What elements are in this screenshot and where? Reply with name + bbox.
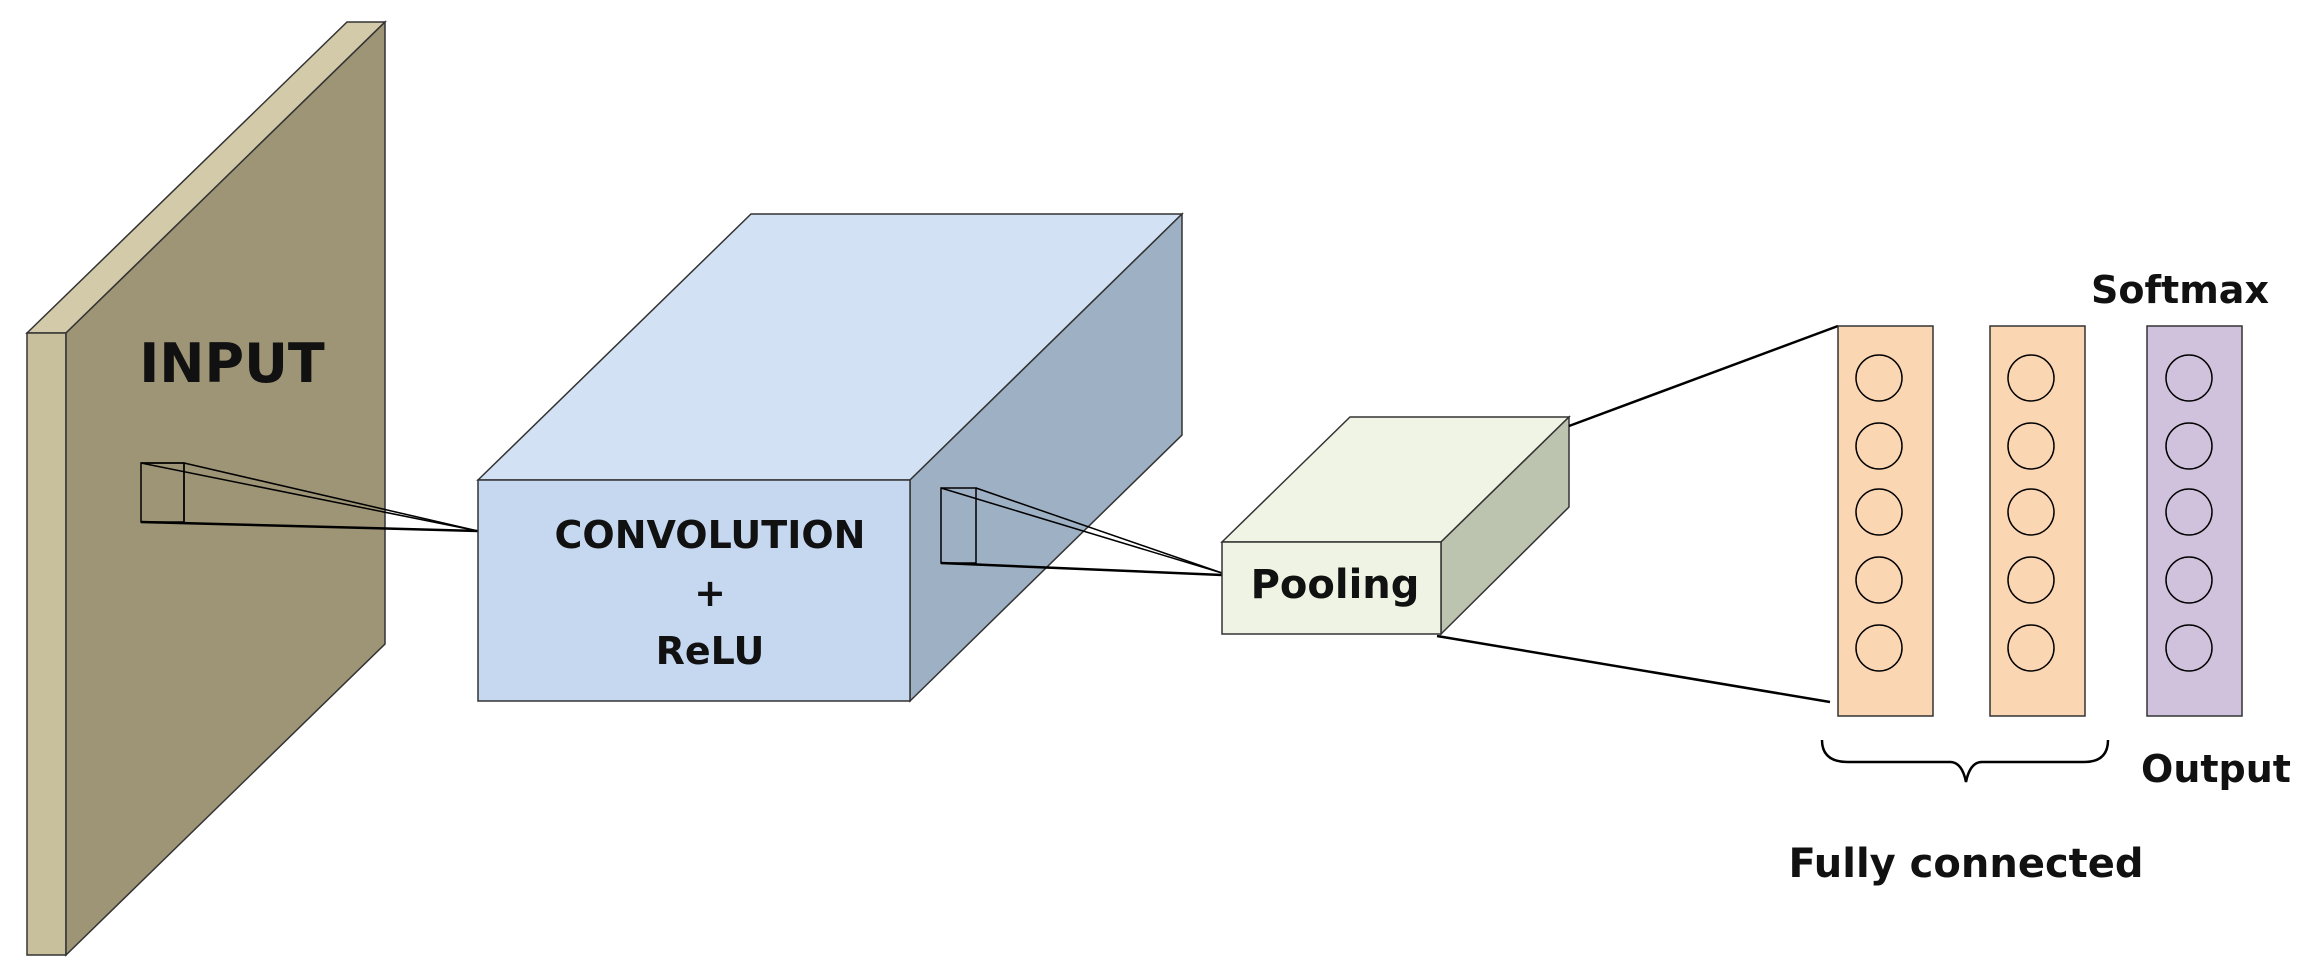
neuron: [2007, 488, 2055, 536]
convolution-front-face: [477, 479, 911, 702]
neuron: [1855, 488, 1903, 536]
convolution-to-pooling-projection: [940, 487, 1223, 577]
convolution-receptive-field: [940, 487, 977, 564]
convolution-relu-block: CONVOLUTION + ReLU: [476, 212, 1184, 703]
output-neuron: [2165, 354, 2213, 402]
neuron: [1855, 422, 1903, 470]
fully-connected-column-2: [1989, 325, 2086, 717]
convolution-label: CONVOLUTION: [555, 513, 866, 557]
output-neuron: [2165, 422, 2213, 470]
fully-connected-brace: Fully connected: [1788, 739, 2144, 887]
pooling-block: Pooling: [1220, 415, 1571, 636]
neuron: [1855, 556, 1903, 604]
output-neuron: [2165, 488, 2213, 536]
neuron: [2007, 354, 2055, 402]
output-neuron: [2165, 624, 2213, 672]
neuron: [2007, 422, 2055, 470]
fully-connected-column-2-box: [1989, 325, 2086, 717]
pooling-label: Pooling: [1251, 562, 1420, 608]
input-layer-side-face: [26, 332, 67, 956]
input-to-convolution-projection: [140, 462, 479, 533]
fully-connected-label: Fully connected: [1788, 841, 2143, 887]
neuron: [1855, 624, 1903, 672]
convolution-plus-label: +: [694, 571, 726, 615]
pooling-front-face: [1221, 541, 1442, 635]
input-layer: INPUT: [25, 20, 387, 957]
relu-label: ReLU: [656, 629, 765, 673]
softmax-output-column: Softmax Output: [2091, 268, 2291, 791]
fully-connected-column-1: [1837, 325, 1934, 717]
output-label: Output: [2141, 747, 2291, 791]
input-label: INPUT: [139, 332, 325, 395]
softmax-column-box: [2146, 325, 2243, 717]
softmax-label: Softmax: [2091, 268, 2269, 312]
neuron: [1855, 354, 1903, 402]
fully-connected-column-1-box: [1837, 325, 1934, 717]
input-layer-front-face: [65, 20, 386, 957]
output-neuron: [2165, 556, 2213, 604]
pooling-to-fully-connected-projection: [1436, 324, 1839, 704]
neuron: [2007, 556, 2055, 604]
neuron: [2007, 624, 2055, 672]
